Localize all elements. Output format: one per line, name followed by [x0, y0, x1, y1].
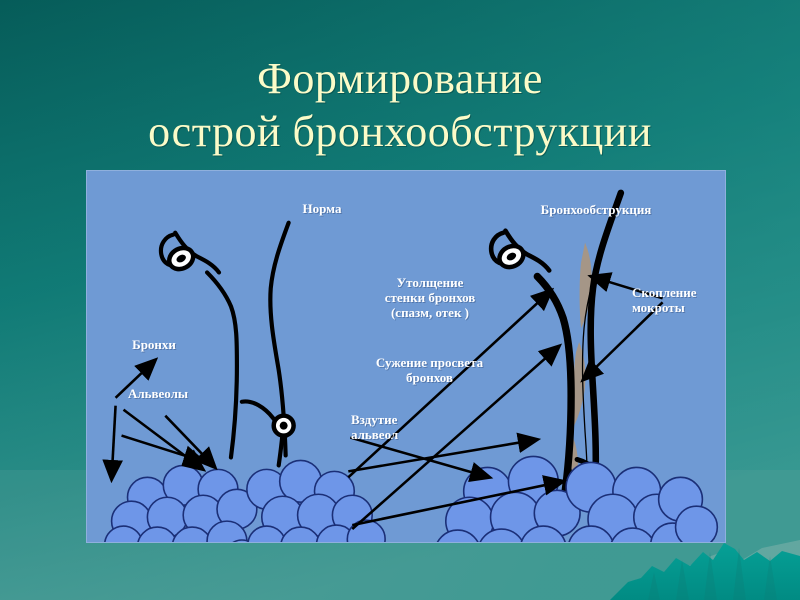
ridge-striations [648, 548, 777, 600]
label-norma: Норма [302, 201, 342, 216]
illustration-panel: Норма Бронхообструкция Бронхи Альвеолы У… [86, 170, 726, 543]
label-alveoly: Альвеолы [127, 386, 189, 401]
label-vzdutie-alveol: Вздутие альвеол [351, 412, 399, 442]
bronchus-illustration [102, 189, 719, 542]
normal-alveoli-cluster [104, 459, 386, 542]
label-bronhoobstrukciya: Бронхообструкция [540, 202, 652, 217]
obstructed-bronchus-group [488, 189, 632, 508]
leader-arrows [102, 272, 664, 531]
label-skoplenie-mokroty: Скопление мокроты [632, 285, 697, 315]
terminal-bronchiole-rings [167, 245, 296, 438]
label-bronhi: Бронхи [132, 337, 176, 352]
slide-title: Формирование острой бронхообструкции [148, 54, 652, 156]
distended-alveoli-cluster [436, 455, 719, 542]
label-utolshchenie-stenki: Утолщение стенки бронхов (спазм, отек ) [384, 275, 476, 320]
mountain-shape [610, 543, 800, 600]
label-suzhenie-prosveta: Сужение просвета бронхов [375, 355, 484, 385]
